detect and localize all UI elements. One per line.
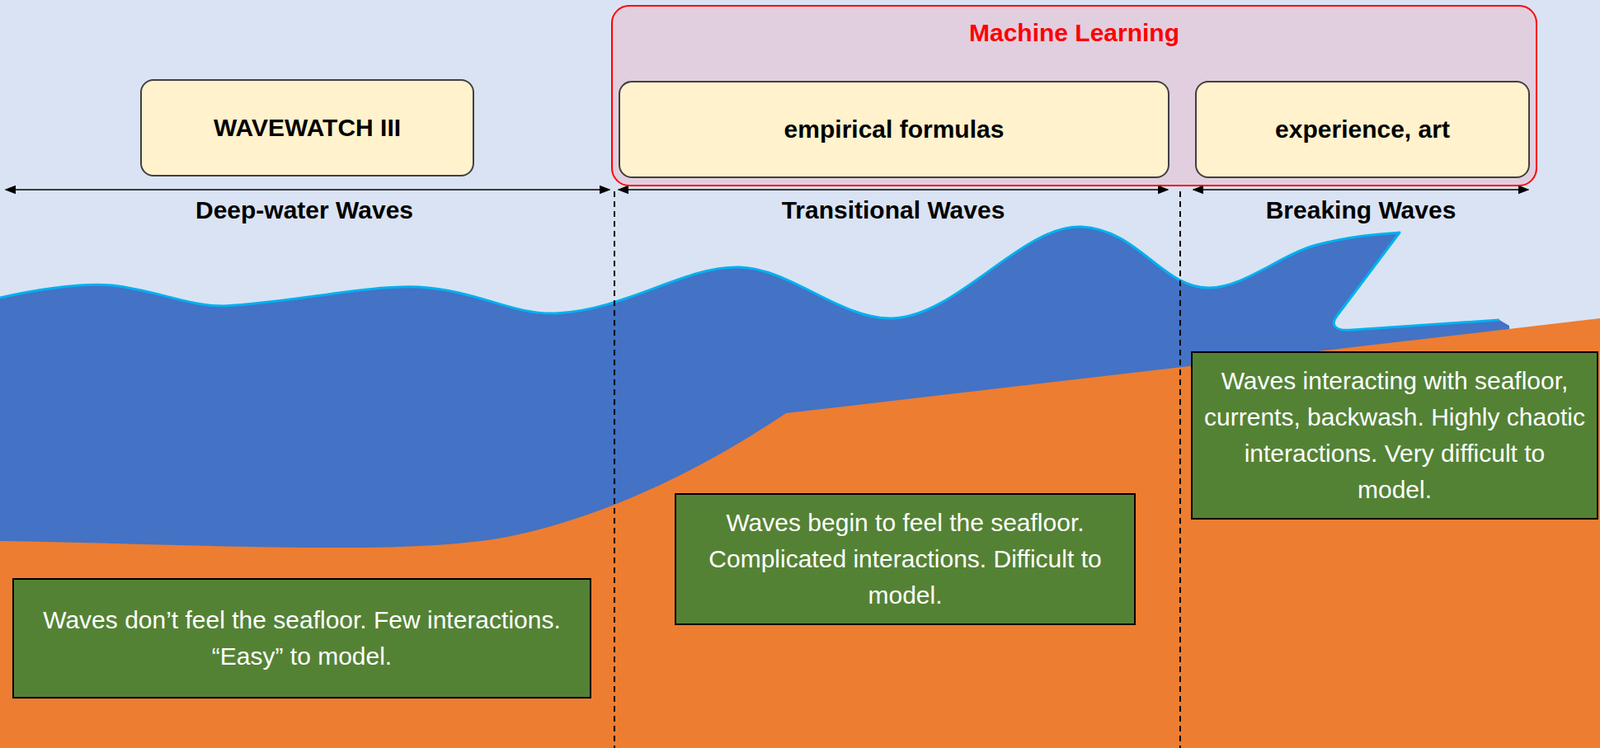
box-label: WAVEWATCH III [213,112,401,143]
box-label: empirical formulas [784,114,1005,145]
water-surface [0,226,1500,330]
range-arrow [1193,188,1529,191]
model-box: WAVEWATCH III [140,79,475,177]
box-label: experience, art [1275,114,1450,145]
box-label: Waves don’t feel the seafloor. Few inter… [25,602,579,675]
zone-divider [1179,191,1182,748]
note-box: Waves don’t feel the seafloor. Few inter… [12,578,592,699]
zone-label: Breaking Waves [1265,196,1457,225]
box-label: Waves interacting with seafloor, current… [1204,362,1586,509]
note-box: Waves interacting with seafloor, current… [1190,351,1599,520]
zone-label: Transitional Waves [781,196,1006,225]
range-arrow [5,188,610,191]
method-group: Machine Learning empirical formulas experi… [611,4,1538,187]
zone-divider [613,191,616,748]
model-box: empirical formulas [618,80,1170,179]
range-arrow [618,188,1168,191]
box-label: Waves begin to feel the seafloor. Compli… [687,504,1123,614]
note-box: Waves begin to feel the seafloor. Compli… [674,493,1136,626]
model-box: experience, art [1195,80,1530,179]
zone-label: Deep-water Waves [195,196,414,225]
seafloor [0,318,1600,748]
group-title: Machine Learning [612,18,1536,48]
